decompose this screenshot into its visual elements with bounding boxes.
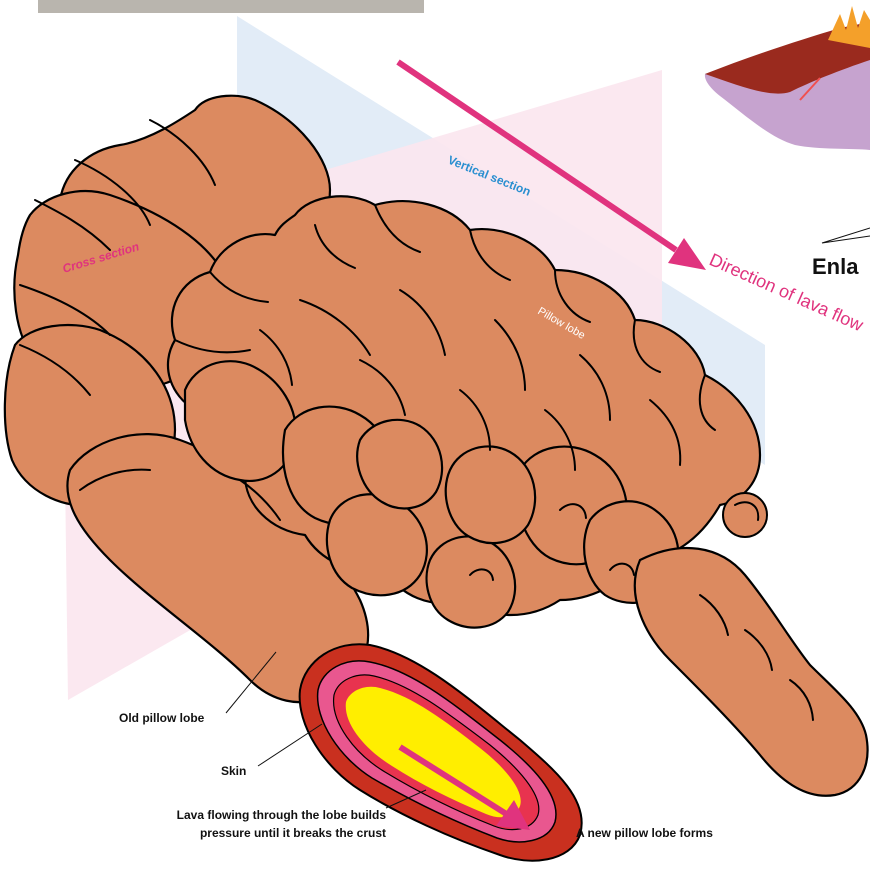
skin-label: Skin [221,764,246,778]
enlarged-label: Enla [812,254,859,279]
lava-label-line2: pressure until it breaks the crust [200,826,386,840]
old-pillow-lobe-label: Old pillow lobe [119,711,205,725]
photo-thumbnail [38,0,424,13]
skin-leader [258,724,322,766]
lava-label-line1: Lava flowing through the lobe builds [177,808,387,822]
enlarged-callout: Enla [812,228,870,279]
volcano-inset [705,6,870,150]
new-lobe-label: A new pillow lobe forms [576,826,713,840]
